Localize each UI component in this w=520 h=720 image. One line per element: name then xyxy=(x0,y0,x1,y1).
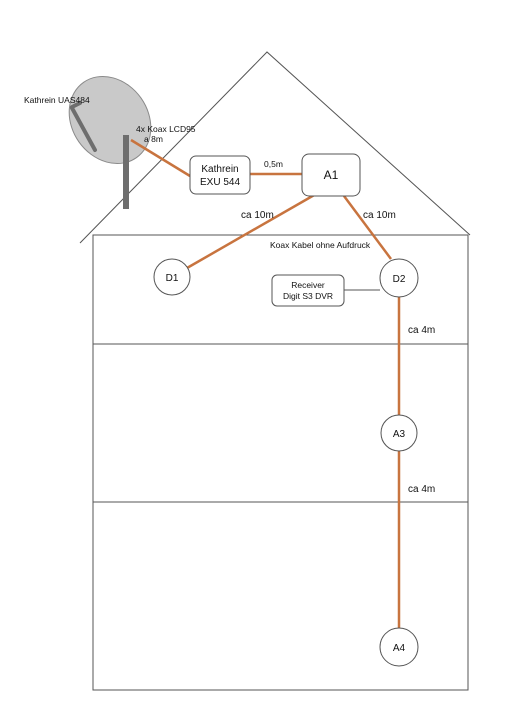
roof-outline xyxy=(79,51,471,244)
house-walls xyxy=(92,234,469,691)
link-switch-a1-label: 0,5m xyxy=(264,159,283,169)
link-a1-d2-label: ca 10m xyxy=(363,210,396,221)
amplifier-a1-box xyxy=(301,153,361,197)
switch-line1: Kathrein xyxy=(201,164,238,175)
cable-note-line2: a 8m xyxy=(144,134,163,144)
link-a3-a4-label: ca 4m xyxy=(408,484,435,495)
dish-mast xyxy=(123,135,129,209)
switch-box xyxy=(189,155,251,195)
link-a1-d1-label: ca 10m xyxy=(241,210,274,221)
coax-cables xyxy=(130,138,401,628)
amplifier-a1-label: A1 xyxy=(324,168,339,182)
dish-label: Kathrein UAS484 xyxy=(24,95,90,105)
receiver-line2: Digit S3 DVR xyxy=(283,291,333,301)
attic-note: Koax Kabel ohne Aufdruck xyxy=(270,240,371,250)
socket-d1-label: D1 xyxy=(166,273,179,284)
receiver-box xyxy=(271,274,345,307)
socket-a4-circle xyxy=(379,627,419,667)
switch-line2: EXU 544 xyxy=(200,177,240,188)
link-d2-a3-label: ca 4m xyxy=(408,325,435,336)
socket-d2-circle xyxy=(379,258,419,298)
socket-d1-circle xyxy=(153,258,191,296)
receiver-line1: Receiver xyxy=(291,280,325,290)
cable-note-line1: 4x Koax LCD95 xyxy=(136,124,196,134)
socket-a3-label: A3 xyxy=(393,429,406,440)
socket-a3-circle xyxy=(380,414,418,452)
socket-d2-label: D2 xyxy=(393,274,406,285)
socket-a4-label: A4 xyxy=(393,643,406,654)
cable-dish-switch xyxy=(130,138,191,178)
satellite-dish-icon xyxy=(68,75,152,165)
cable-a1-d1 xyxy=(186,192,317,270)
cable-a1-d2 xyxy=(342,195,393,260)
